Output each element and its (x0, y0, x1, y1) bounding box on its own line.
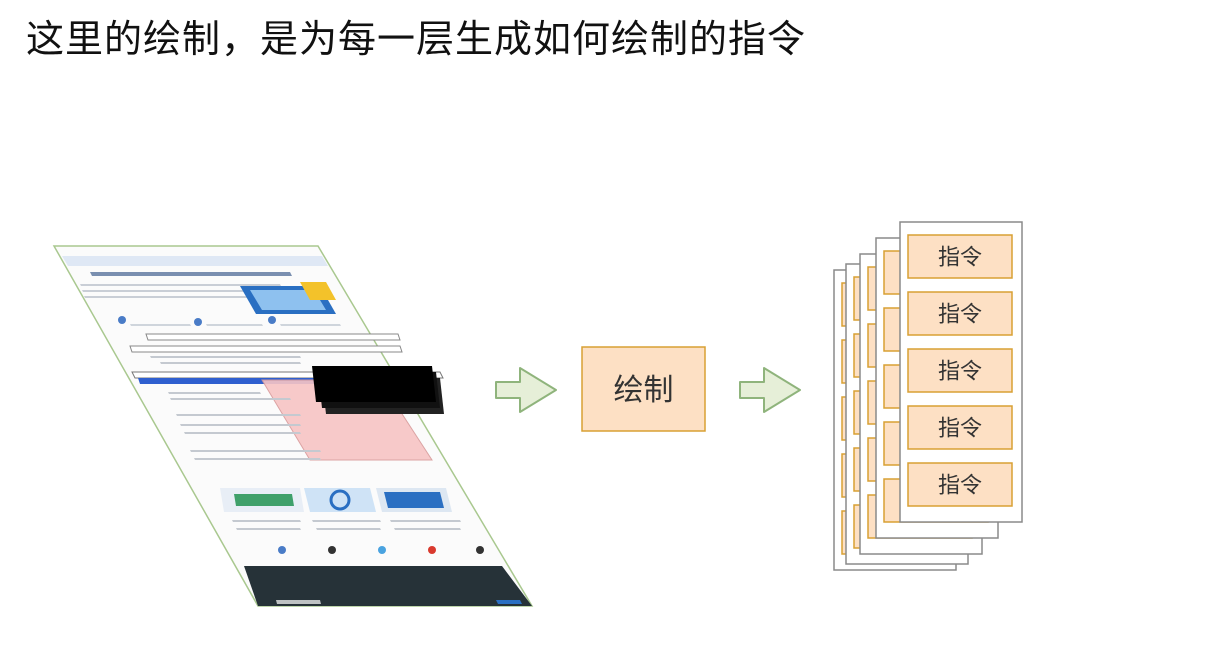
instruction-label: 指令 (938, 474, 982, 499)
instruction-box (907, 291, 1013, 336)
instruction-label: 指令 (938, 246, 982, 271)
arrow-right-icon (495, 367, 557, 413)
webpage-layers-illustration (52, 245, 534, 607)
instruction-box (907, 348, 1013, 393)
instruction-label: 指令 (938, 417, 982, 442)
paint-box: 绘制 (581, 346, 706, 432)
instruction-box (907, 405, 1013, 450)
page-title: 这里的绘制，是为每一层生成如何绘制的指令 (26, 17, 807, 61)
arrow-right-icon (739, 367, 801, 413)
instruction-box (907, 462, 1013, 507)
instruction-box (907, 234, 1013, 279)
instruction-label: 指令 (938, 303, 982, 328)
instruction-label: 指令 (938, 360, 982, 385)
paint-box-label: 绘制 (614, 373, 674, 408)
